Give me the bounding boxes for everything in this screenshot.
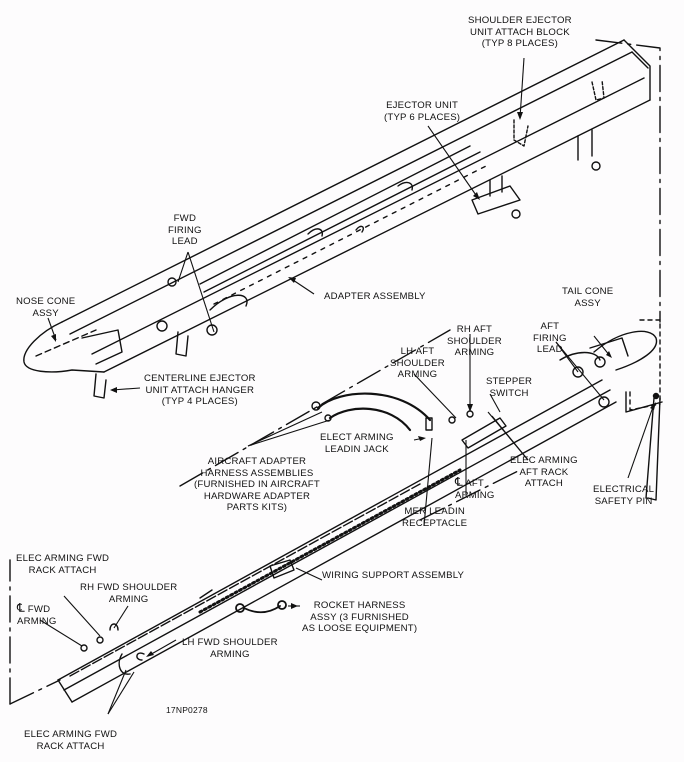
shoulder-attach-block — [513, 79, 605, 147]
label-cl-aft-arming: ℄ AFT ARMING — [455, 475, 495, 501]
label-ejector-unit: EJECTOR UNIT (TYP 6 PLACES) — [384, 100, 461, 123]
fwd-arming-connectors — [80, 623, 145, 675]
adapter-fittings — [156, 181, 413, 336]
label-elect-arming-leadin-jack: ELECT ARMING LEADIN JACK — [320, 432, 394, 455]
figure-id: 17NP0278 — [166, 705, 208, 715]
leader-lines — [39, 57, 655, 715]
label-electrical-safety-pin: ELECTRICAL SAFETY PIN — [593, 484, 655, 507]
safety-pin — [625, 391, 663, 501]
centerline-symbol: ℄ — [455, 475, 463, 489]
label-lh-fwd-shoulder-arming: LH FWD SHOULDER ARMING — [182, 637, 278, 660]
label-elec-arming-fwd-rack-attach-top: ELEC ARMING FWD RACK ATTACH — [16, 553, 110, 576]
label-aft-firing-lead: AFT FIRING LEAD — [533, 321, 567, 355]
label-shoulder-ejector-block: SHOULDER EJECTOR UNIT ATTACH BLOCK (TYP … — [468, 15, 572, 49]
label-cl-fwd-arming: ℄ FWD ARMING — [17, 601, 57, 627]
adapter-assembly-body — [61, 39, 651, 373]
label-rh-fwd-shoulder-arming: RH FWD SHOULDER ARMING — [80, 582, 178, 605]
section-plane — [9, 39, 661, 705]
label-lh-aft-shoulder-arming: LH AFT SHOULDER ARMING — [390, 346, 445, 380]
label-nose-cone-assy: NOSE CONE ASSY — [16, 296, 76, 319]
label-elec-arming-aft-rack-attach: ELEC ARMING AFT RACK ATTACH — [510, 455, 578, 489]
label-cl-aft-arming-text: AFT ARMING — [455, 478, 495, 501]
label-adapter-assembly: ADAPTER ASSEMBLY — [324, 291, 426, 302]
nose-cone — [23, 321, 123, 373]
arrowheads — [51, 112, 656, 657]
label-fwd-firing-lead: FWD FIRING LEAD — [168, 213, 202, 247]
label-aircraft-adapter-harness: AIRCRAFT ADAPTER HARNESS ASSEMBLIES (FUR… — [194, 456, 320, 513]
label-centerline-hanger: CENTERLINE EJECTOR UNIT ATTACH HANGER (T… — [144, 373, 256, 407]
centerline-hanger — [93, 331, 189, 399]
label-cl-fwd-arming-text: FWD ARMING — [17, 604, 57, 627]
rocket-harness-assy — [235, 600, 287, 614]
label-wiring-support-assembly: WIRING SUPPORT ASSEMBLY — [322, 570, 465, 581]
centerline-symbol: ℄ — [17, 601, 25, 615]
label-tail-cone-assy: TAIL CONE ASSY — [562, 286, 614, 309]
label-rocket-harness-assy: ROCKET HARNESS ASSY (3 FURNISHED AS LOOS… — [302, 600, 418, 634]
label-mer-leadin-receptacle: MER LEADIN RECEPTACLE — [402, 506, 468, 529]
wiring-support-assembly — [57, 379, 617, 703]
label-rh-aft-shoulder-arming: RH AFT SHOULDER ARMING — [447, 324, 502, 358]
label-elec-arming-fwd-rack-attach-bottom: ELEC ARMING FWD RACK ATTACH — [24, 729, 118, 752]
ejector-unit — [471, 129, 601, 219]
label-stepper-switch: STEPPER SWITCH — [486, 376, 533, 399]
aircraft-adapter-harness — [311, 392, 433, 432]
